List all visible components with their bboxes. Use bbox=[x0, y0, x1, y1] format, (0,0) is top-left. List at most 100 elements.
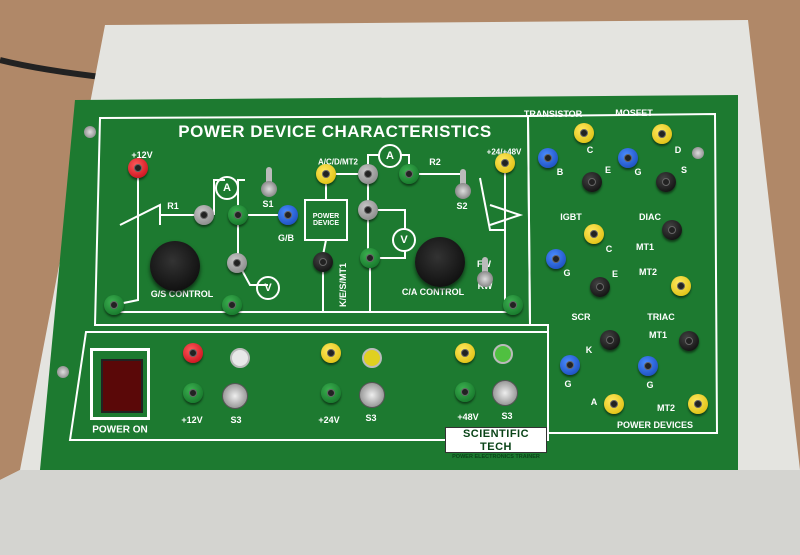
jack-igbt-e[interactable] bbox=[590, 277, 610, 297]
led-48v bbox=[493, 344, 513, 364]
pin-label: MT1 bbox=[649, 330, 667, 340]
toggle-switch-fw-rw[interactable] bbox=[477, 257, 493, 287]
jack-ammeter2-plus[interactable] bbox=[399, 164, 419, 184]
toggle-switch-s1[interactable] bbox=[261, 167, 277, 197]
led-12v bbox=[230, 348, 250, 368]
switch-s3-12v[interactable] bbox=[222, 383, 248, 409]
label-triac: TRIAC bbox=[647, 312, 675, 322]
ammeter-symbol: A bbox=[378, 144, 402, 168]
jack-ammeter2-minus[interactable] bbox=[358, 164, 378, 184]
jack-r1[interactable] bbox=[194, 205, 214, 225]
switch-s3-48v[interactable] bbox=[492, 380, 518, 406]
jack-igbt-c[interactable] bbox=[584, 224, 604, 244]
jack-ground[interactable] bbox=[104, 295, 124, 315]
jack-triac-mt2[interactable] bbox=[688, 394, 708, 414]
jack-diac-mt1[interactable] bbox=[662, 220, 682, 240]
label-gb: G/B bbox=[277, 233, 295, 243]
jack-transistor-c[interactable] bbox=[574, 123, 594, 143]
jack-voltmeter2-plus[interactable] bbox=[358, 200, 378, 220]
led-24v bbox=[362, 348, 382, 368]
voltmeter-symbol: V bbox=[392, 228, 416, 252]
jack-12v-plus[interactable] bbox=[183, 343, 203, 363]
jack-triac-mt1[interactable] bbox=[679, 331, 699, 351]
pin-label: MT2 bbox=[657, 403, 675, 413]
switch-s3-24v[interactable] bbox=[359, 382, 385, 408]
pin-label: MT2 bbox=[639, 267, 657, 277]
label-24v: +24V bbox=[318, 415, 340, 425]
jack-plus12v[interactable] bbox=[128, 158, 148, 178]
label-12v: +12V bbox=[181, 415, 203, 425]
label-diac: DIAC bbox=[639, 212, 661, 222]
ca-control-knob[interactable] bbox=[415, 237, 465, 287]
jack-transistor-e[interactable] bbox=[582, 172, 602, 192]
pin-label: D bbox=[674, 145, 682, 155]
screw bbox=[57, 366, 69, 378]
jack-24v-minus[interactable] bbox=[321, 383, 341, 403]
jack-diac-mt2[interactable] bbox=[671, 276, 691, 296]
label-acdmt2: A/C/D/MT2 bbox=[318, 157, 358, 167]
jack-48v-plus[interactable] bbox=[455, 343, 475, 363]
jack-transistor-b[interactable] bbox=[538, 148, 558, 168]
label-scr: SCR bbox=[571, 312, 591, 322]
pin-label: G bbox=[646, 380, 654, 390]
label-s1: S1 bbox=[262, 199, 274, 209]
label-mosfet: MOSFET bbox=[615, 108, 653, 118]
jack-scr-g[interactable] bbox=[560, 355, 580, 375]
pin-label: G bbox=[634, 167, 642, 177]
jack-mosfet-d[interactable] bbox=[652, 124, 672, 144]
label-s3: S3 bbox=[501, 411, 513, 421]
jack-ground[interactable] bbox=[503, 295, 523, 315]
voltmeter-symbol: V bbox=[256, 276, 280, 300]
brand-name: SCIENTIFIC TECH bbox=[462, 428, 530, 453]
power-switch[interactable] bbox=[90, 348, 150, 420]
ammeter-symbol: A bbox=[215, 176, 239, 200]
label-power-device: POWER DEVICE bbox=[312, 213, 340, 227]
pin-label: K bbox=[585, 345, 593, 355]
jack-triac-g[interactable] bbox=[638, 356, 658, 376]
pin-label: E bbox=[604, 165, 612, 175]
screw bbox=[84, 126, 96, 138]
label-plus24-48v: +24/+48V bbox=[486, 147, 522, 157]
jack-igbt-g[interactable] bbox=[546, 249, 566, 269]
jack-24v-plus[interactable] bbox=[321, 343, 341, 363]
pin-label: G bbox=[564, 379, 572, 389]
gs-control-knob[interactable] bbox=[150, 241, 200, 291]
label-transistor: TRANSISTOR bbox=[523, 109, 583, 119]
jack-voltmeter2-minus[interactable] bbox=[360, 248, 380, 268]
label-s2: S2 bbox=[456, 201, 468, 211]
label-gs-control: G/S CONTROL bbox=[150, 289, 214, 299]
jack-kesmt1[interactable] bbox=[313, 252, 333, 272]
brand-subtitle: POWER ELECTRONICS TRAINER bbox=[452, 454, 540, 460]
pin-label: B bbox=[556, 167, 564, 177]
jack-ammeter-minus[interactable] bbox=[228, 205, 248, 225]
jack-scr-k[interactable] bbox=[600, 330, 620, 350]
jack-mosfet-g[interactable] bbox=[618, 148, 638, 168]
label-kesmt1: K/E/S/MT1 bbox=[338, 262, 348, 308]
screw bbox=[692, 147, 704, 159]
jack-gate-base[interactable] bbox=[278, 205, 298, 225]
label-r1: R1 bbox=[167, 201, 179, 211]
label-plus12v: +12V bbox=[131, 150, 153, 160]
jack-scr-a[interactable] bbox=[604, 394, 624, 414]
pin-label: A bbox=[590, 397, 598, 407]
jack-ground[interactable] bbox=[222, 295, 242, 315]
label-ca-control: C/A CONTROL bbox=[401, 287, 465, 297]
label-48v: +48V bbox=[457, 412, 479, 422]
jack-voltmeter1-plus[interactable] bbox=[227, 253, 247, 273]
label-power-devices: POWER DEVICES bbox=[616, 420, 694, 430]
jack-acdmt2[interactable] bbox=[316, 164, 336, 184]
label-r2: R2 bbox=[429, 157, 441, 167]
power-cable bbox=[0, 57, 111, 81]
label-s3: S3 bbox=[365, 413, 377, 423]
pin-label: E bbox=[611, 269, 619, 279]
label-power-on: POWER ON bbox=[92, 424, 148, 436]
toggle-switch-s2[interactable] bbox=[455, 169, 471, 199]
jack-12v-minus[interactable] bbox=[183, 383, 203, 403]
pin-label: MT1 bbox=[636, 242, 654, 252]
brand-logo: SCIENTIFIC TECH POWER ELECTRONICS TRAINE… bbox=[445, 427, 547, 460]
jack-mosfet-s[interactable] bbox=[656, 172, 676, 192]
jack-48v-minus[interactable] bbox=[455, 382, 475, 402]
jack-plus24-48v[interactable] bbox=[495, 153, 515, 173]
